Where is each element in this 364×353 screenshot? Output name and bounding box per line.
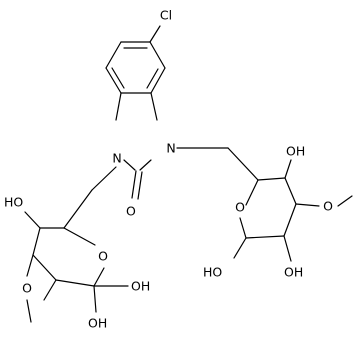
carbonyl-oxygen-label: O — [126, 204, 136, 219]
chlorine-label: Cl — [160, 8, 172, 23]
left-sugar-oh-anomeric-label: OH — [131, 279, 150, 294]
nitrogen-1-label: N — [112, 151, 121, 166]
left-sugar-oh-bottom-label: OH — [88, 316, 107, 331]
nitrogen-3-label: N — [166, 141, 175, 156]
left-sugar-ho-top-label: HO — [4, 195, 23, 210]
right-sugar-ho-anomeric-label: HO — [203, 265, 222, 280]
left-ring-oxygen-label: O — [98, 249, 108, 264]
bonds — [24, 25, 353, 323]
right-methoxy-oxygen-label: O — [323, 199, 333, 214]
left-methoxy-oxygen-label: O — [22, 281, 32, 296]
right-ring-oxygen-label: O — [235, 200, 245, 215]
atom-labels: Cl N N O O OH O OH HO O HO O OH OH — [4, 8, 333, 331]
right-sugar-oh-top-label: OH — [286, 144, 305, 159]
right-sugar-oh-bottom-label: OH — [284, 265, 303, 280]
